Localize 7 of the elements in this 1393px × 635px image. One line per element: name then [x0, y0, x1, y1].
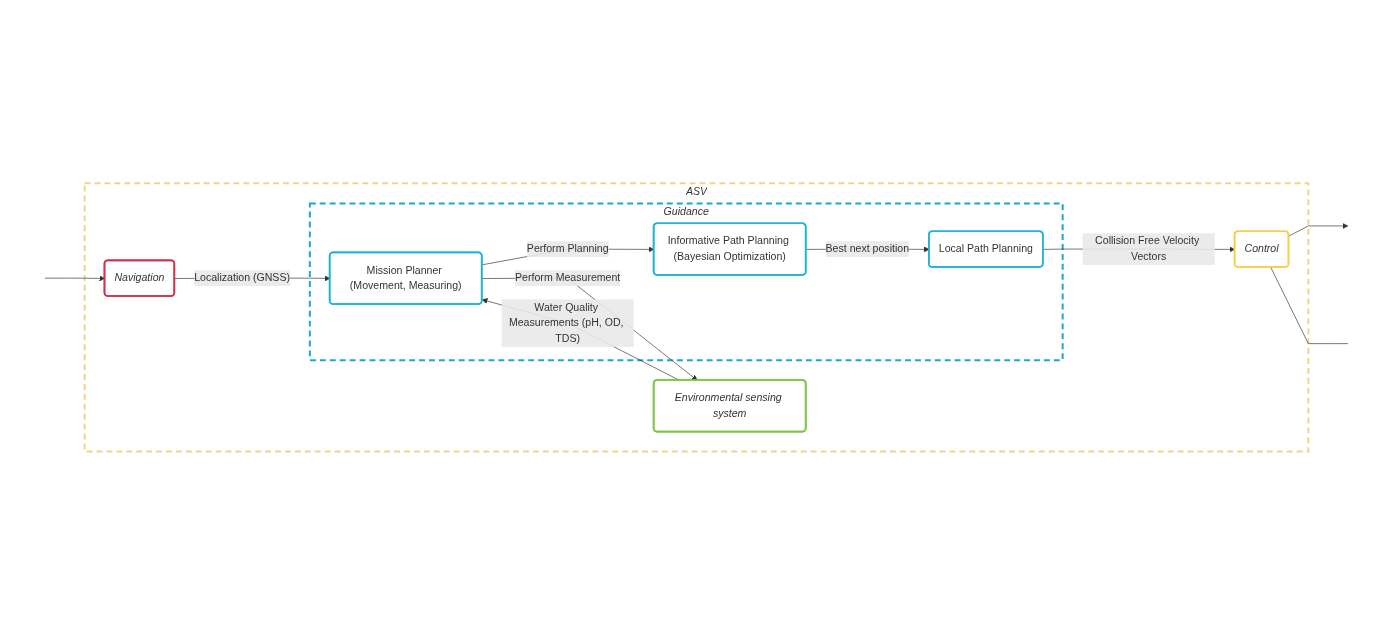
edge-label: Best next position [825, 243, 910, 255]
edge-label: Water Quality Measurements (pH, OD, TDS) [508, 301, 624, 345]
connector [1270, 267, 1349, 345]
edge-label: Collision Free Velocity Vectors [1095, 235, 1200, 263]
edge-label: Perform Measurement [515, 272, 621, 284]
edge-label: Perform Planning [526, 243, 609, 255]
edge-label: Localization (GNSS) [194, 272, 290, 284]
